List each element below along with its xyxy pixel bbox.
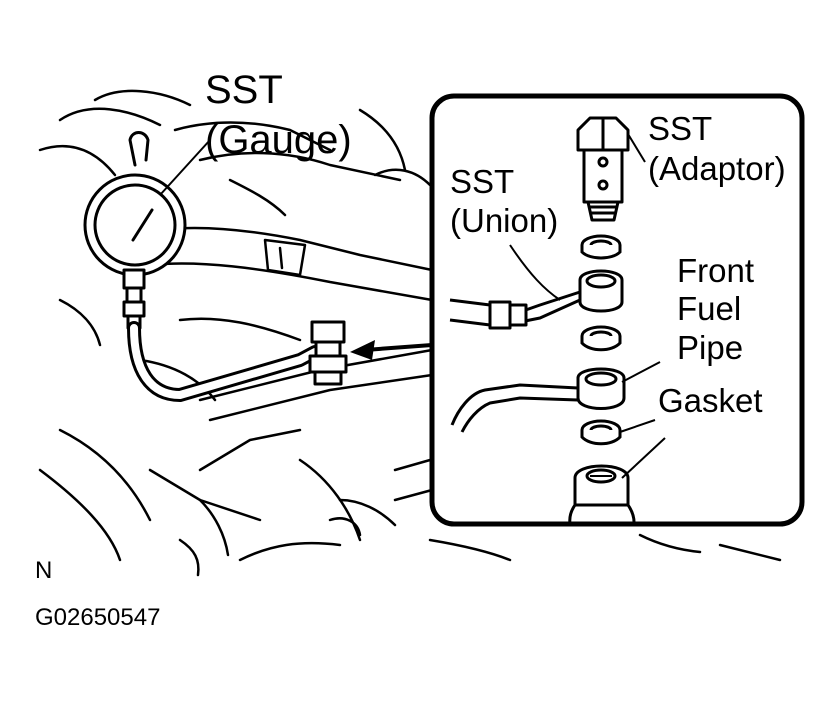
- sst-union-label-2: (Union): [450, 202, 558, 239]
- fuel-rail-fitting: [308, 320, 348, 386]
- sst-union-label-1: SST: [450, 163, 514, 200]
- sst-gauge-label-2: (Gauge): [205, 118, 352, 162]
- view-marker: N: [35, 557, 52, 584]
- upper-gasket: [580, 234, 622, 260]
- leader-lines: [509, 133, 666, 479]
- gauge-leader-line: [159, 139, 211, 196]
- sst-gauge-label-1: SST: [205, 68, 283, 112]
- detail-pointer-arrow: [350, 340, 433, 360]
- sst-adaptor-label-1: SST: [648, 110, 712, 147]
- gasket-label: Gasket: [658, 382, 763, 419]
- lower-gasket: [580, 419, 622, 446]
- middle-gasket: [580, 325, 622, 352]
- front-fuel-pipe-label-3: Pipe: [677, 329, 743, 366]
- front-fuel-pipe-label-1: Front: [677, 252, 754, 289]
- front-fuel-pipe-label-2: Fuel: [677, 290, 741, 327]
- sst-adaptor-label-2: (Adaptor): [648, 150, 786, 187]
- sst-union: [449, 269, 624, 330]
- sst-adaptor-bolt: [576, 116, 630, 222]
- figure-code: G02650547: [35, 604, 160, 631]
- detail-inset: [429, 93, 805, 527]
- gauge-hose: [127, 321, 322, 402]
- threaded-port: [568, 464, 636, 525]
- sst-gauge: [83, 131, 187, 330]
- front-fuel-pipe: [450, 367, 626, 433]
